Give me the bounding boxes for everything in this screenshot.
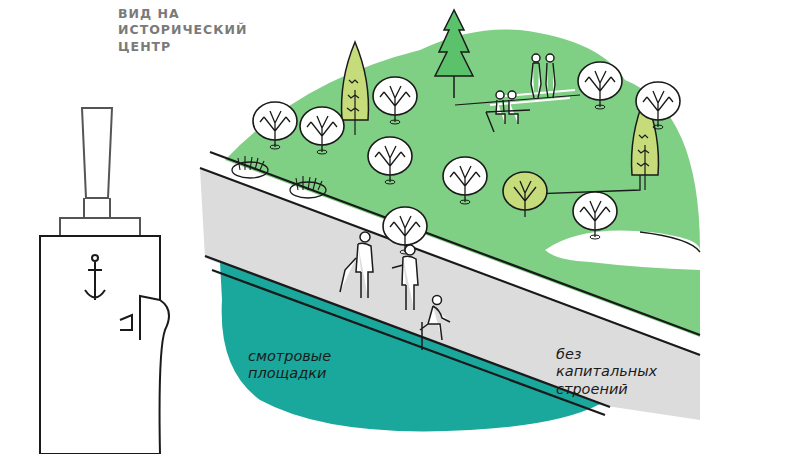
view-label: ВИД НА ИСТОРИЧЕСКИЙ ЦЕНТР xyxy=(118,6,268,55)
area-label: смотровые площадки xyxy=(248,348,348,383)
area-label: без капитальных строений xyxy=(556,346,676,398)
